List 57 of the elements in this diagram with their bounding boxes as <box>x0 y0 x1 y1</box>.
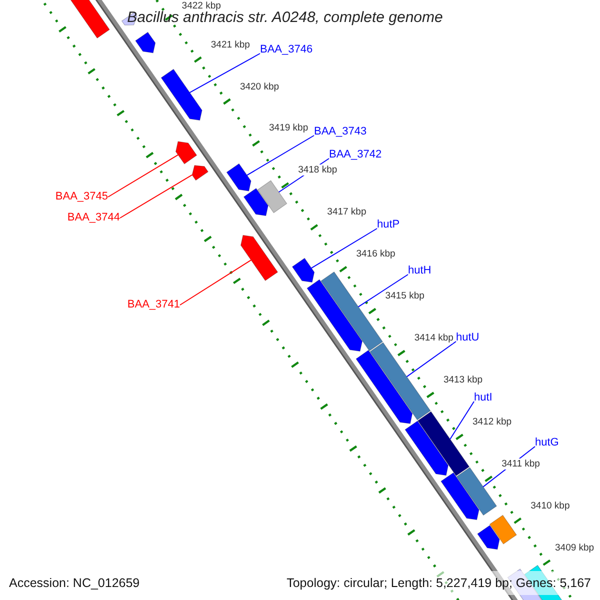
gene-feature <box>68 0 110 39</box>
leader-line <box>180 260 252 306</box>
leader-line <box>406 341 456 378</box>
gene-label: BAA_3744 <box>67 212 120 224</box>
tick-label: 3421 kbp <box>210 39 250 50</box>
tick-label: 3419 kbp <box>269 122 308 134</box>
gene-label: hutI <box>474 392 492 404</box>
tick-label: 3420 kbp <box>240 81 280 92</box>
tick-label: 3416 kbp <box>356 248 396 260</box>
tick-label: 3417 kbp <box>327 206 366 218</box>
gene-feature <box>404 420 449 476</box>
tick-label: 3409 kbp <box>555 542 594 554</box>
tick-label: 3422 kbp <box>182 0 221 12</box>
leader-line <box>246 135 314 176</box>
gene-block <box>320 271 384 352</box>
tick-label: 3414 kbp <box>414 332 454 344</box>
tick-label: 3415 kbp <box>385 290 424 302</box>
genome-info: Accession: NC_012659 <box>9 576 140 590</box>
gene-block <box>370 342 431 420</box>
gene-label: BAA_3745 <box>55 190 108 204</box>
leader-line <box>108 154 179 198</box>
gene-feature <box>243 188 268 216</box>
gene-feature <box>292 258 315 283</box>
leader-line <box>358 274 408 308</box>
gene-label: BAA_3742 <box>329 148 382 162</box>
gene-feature <box>192 165 209 181</box>
gene-block <box>257 180 288 214</box>
tick-label: 3412 kbp <box>472 416 512 428</box>
leader-line <box>310 228 378 269</box>
leader-line <box>120 174 193 218</box>
gene-label: BAA_3746 <box>260 44 313 56</box>
gene-block <box>456 467 498 516</box>
gene-feature <box>440 472 480 520</box>
tick-label: 3411 kbp <box>502 458 540 470</box>
gene-label: BAA_3741 <box>127 298 180 312</box>
gene-label: BAA_3743 <box>314 126 367 138</box>
tick-label: 3418 kbp <box>298 164 338 176</box>
gene-feature <box>135 32 156 54</box>
leader-line <box>450 401 474 440</box>
gene-feature <box>306 279 363 352</box>
gene-feature <box>240 234 278 282</box>
gene-label: hutU <box>456 332 480 344</box>
gene-feature <box>477 524 500 550</box>
tick-label: 3410 kbp <box>530 500 570 512</box>
leader-line <box>189 53 260 94</box>
gene-label: hutP <box>377 218 400 232</box>
gene-block <box>489 514 517 544</box>
gene-feature <box>160 68 202 121</box>
gene-label: hutG <box>535 436 559 450</box>
map-title: Bacillus anthracis str. A0248, complete genome <box>127 9 443 26</box>
gene-feature <box>356 350 413 424</box>
gene-feature <box>226 163 252 192</box>
gene-block <box>417 411 470 476</box>
genome-info: Topology: circular; Length: 5,227,419 bp; Genes: 5,167 <box>286 576 591 590</box>
tick-label: 3413 kbp <box>443 374 483 386</box>
gene-label: hutH <box>408 264 432 278</box>
gene-feature <box>175 141 198 164</box>
